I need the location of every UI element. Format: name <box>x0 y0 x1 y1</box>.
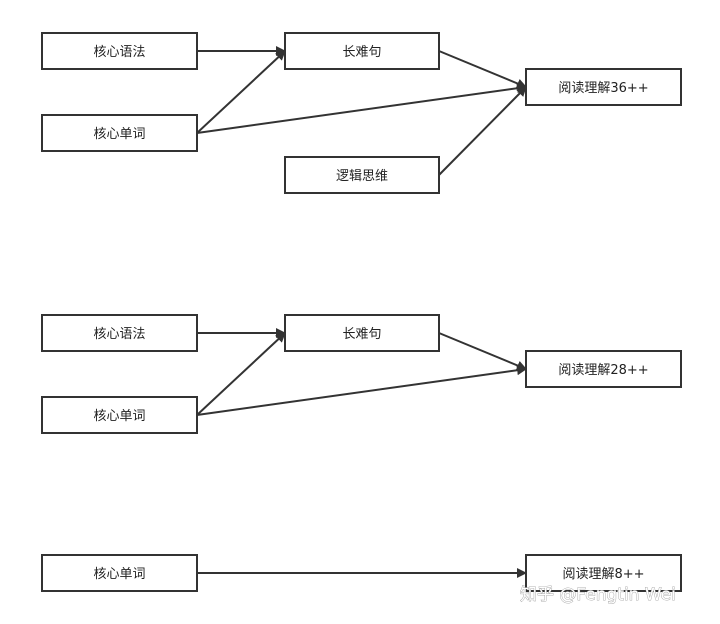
node-label: 核心单词 <box>93 567 145 582</box>
node-box <box>41 114 198 152</box>
edges-layer <box>196 46 527 578</box>
edge-long_sentence-to-reading <box>438 332 527 371</box>
edge-vocab-to-reading <box>196 83 527 134</box>
edge-vocab-to-long_sentence <box>196 50 286 134</box>
node-reading: 阅读理解28++ <box>525 350 682 388</box>
node-logic: 逻辑思维 <box>284 156 440 194</box>
node-label: 阅读理解36++ <box>558 81 648 96</box>
node-label: 阅读理解28++ <box>558 363 648 378</box>
edge-vocab-to-long_sentence <box>196 332 286 416</box>
node-box <box>41 32 198 70</box>
node-label: 长难句 <box>342 327 381 342</box>
node-vocab: 核心单词 <box>41 396 198 434</box>
node-grammar: 核心语法 <box>41 314 198 352</box>
node-box <box>525 68 682 106</box>
watermark-text: 知乎 @Fengtin Wei <box>520 585 676 605</box>
edge-long_sentence-to-reading <box>438 50 527 89</box>
node-grammar: 核心语法 <box>41 32 198 70</box>
node-box <box>284 314 440 352</box>
node-reading: 阅读理解36++ <box>525 68 682 106</box>
edge-vocab-to-reading <box>196 365 527 416</box>
node-reading: 阅读理解8++ <box>525 554 682 592</box>
nodes-layer: 核心语法核心单词长难句逻辑思维阅读理解36++核心语法核心单词长难句阅读理解28… <box>41 32 682 592</box>
node-box <box>284 156 440 194</box>
node-box <box>41 314 198 352</box>
edge-logic-to-reading <box>438 86 527 176</box>
node-label: 核心语法 <box>93 45 145 60</box>
node-long_sentence: 长难句 <box>284 314 440 352</box>
node-label: 阅读理解8++ <box>562 567 644 582</box>
node-vocab: 核心单词 <box>41 114 198 152</box>
node-box <box>41 396 198 434</box>
node-vocab: 核心单词 <box>41 554 198 592</box>
node-box <box>525 554 682 592</box>
node-label: 核心语法 <box>93 327 145 342</box>
node-box <box>41 554 198 592</box>
node-box <box>525 350 682 388</box>
node-box <box>284 32 440 70</box>
node-long_sentence: 长难句 <box>284 32 440 70</box>
node-label: 核心单词 <box>93 409 145 424</box>
node-label: 核心单词 <box>93 127 145 142</box>
node-label: 长难句 <box>342 45 381 60</box>
node-label: 逻辑思维 <box>336 169 388 184</box>
